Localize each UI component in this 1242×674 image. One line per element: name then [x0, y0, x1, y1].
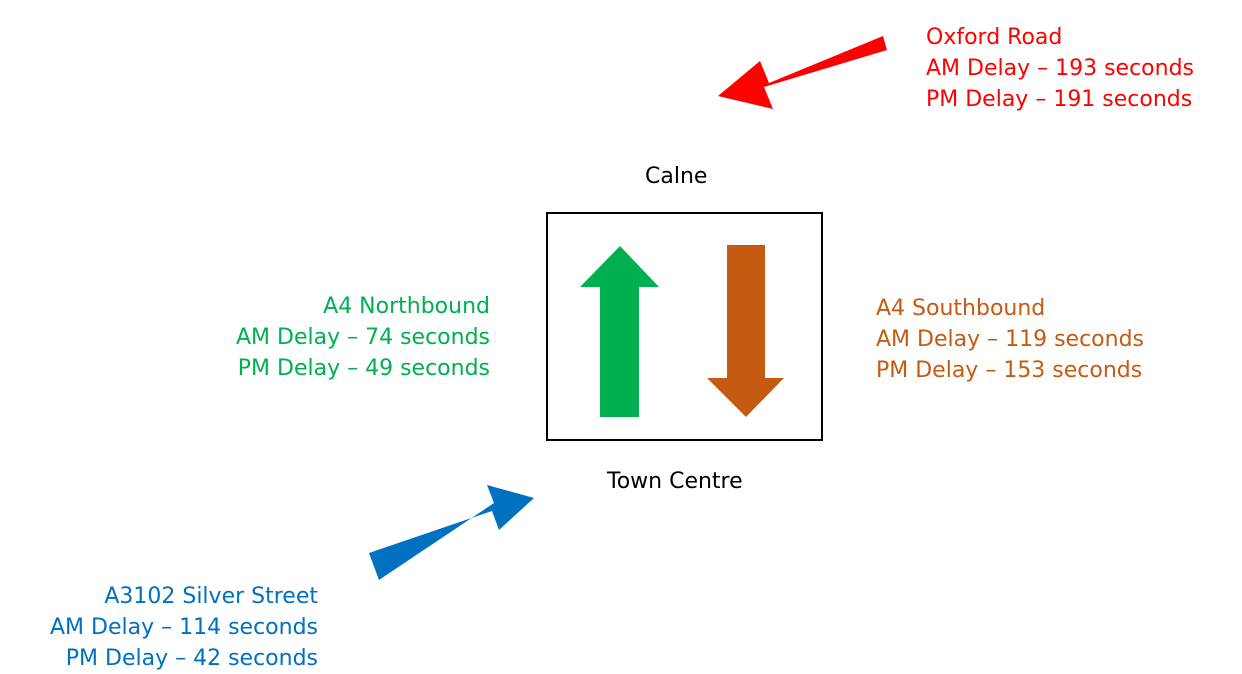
approach-name: A4 Southbound	[876, 296, 1046, 321]
junction-box	[546, 212, 823, 441]
pm-delay: PM Delay – 153 seconds	[876, 358, 1143, 383]
am-delay: AM Delay – 193 seconds	[926, 56, 1195, 81]
a4-northbound-label: A4 Northbound AM Delay – 74 seconds PM D…	[236, 291, 490, 384]
approach-name: A4 Northbound	[323, 294, 490, 319]
a4-southbound-label: A4 Southbound AM Delay – 119 seconds PM …	[876, 293, 1144, 386]
down-arrow-icon	[707, 245, 784, 417]
pm-delay: PM Delay – 191 seconds	[926, 87, 1193, 112]
pm-delay: PM Delay – 42 seconds	[65, 646, 318, 671]
approach-name: A3102 Silver Street	[104, 584, 318, 609]
oxford-road-label: Oxford Road AM Delay – 193 seconds PM De…	[926, 22, 1194, 115]
place-calne: Calne	[645, 164, 708, 189]
am-delay: AM Delay – 74 seconds	[235, 325, 490, 350]
a3102-silver-street-label: A3102 Silver Street AM Delay – 114 secon…	[50, 581, 318, 674]
pm-delay: PM Delay – 49 seconds	[237, 356, 490, 381]
silver-street-arrow-icon	[369, 485, 534, 580]
up-arrow-icon	[580, 246, 659, 417]
am-delay: AM Delay – 114 seconds	[49, 615, 318, 640]
place-town-centre: Town Centre	[607, 469, 743, 494]
approach-name: Oxford Road	[926, 25, 1063, 50]
oxford-road-arrow-icon	[718, 36, 887, 109]
am-delay: AM Delay – 119 seconds	[876, 327, 1145, 352]
